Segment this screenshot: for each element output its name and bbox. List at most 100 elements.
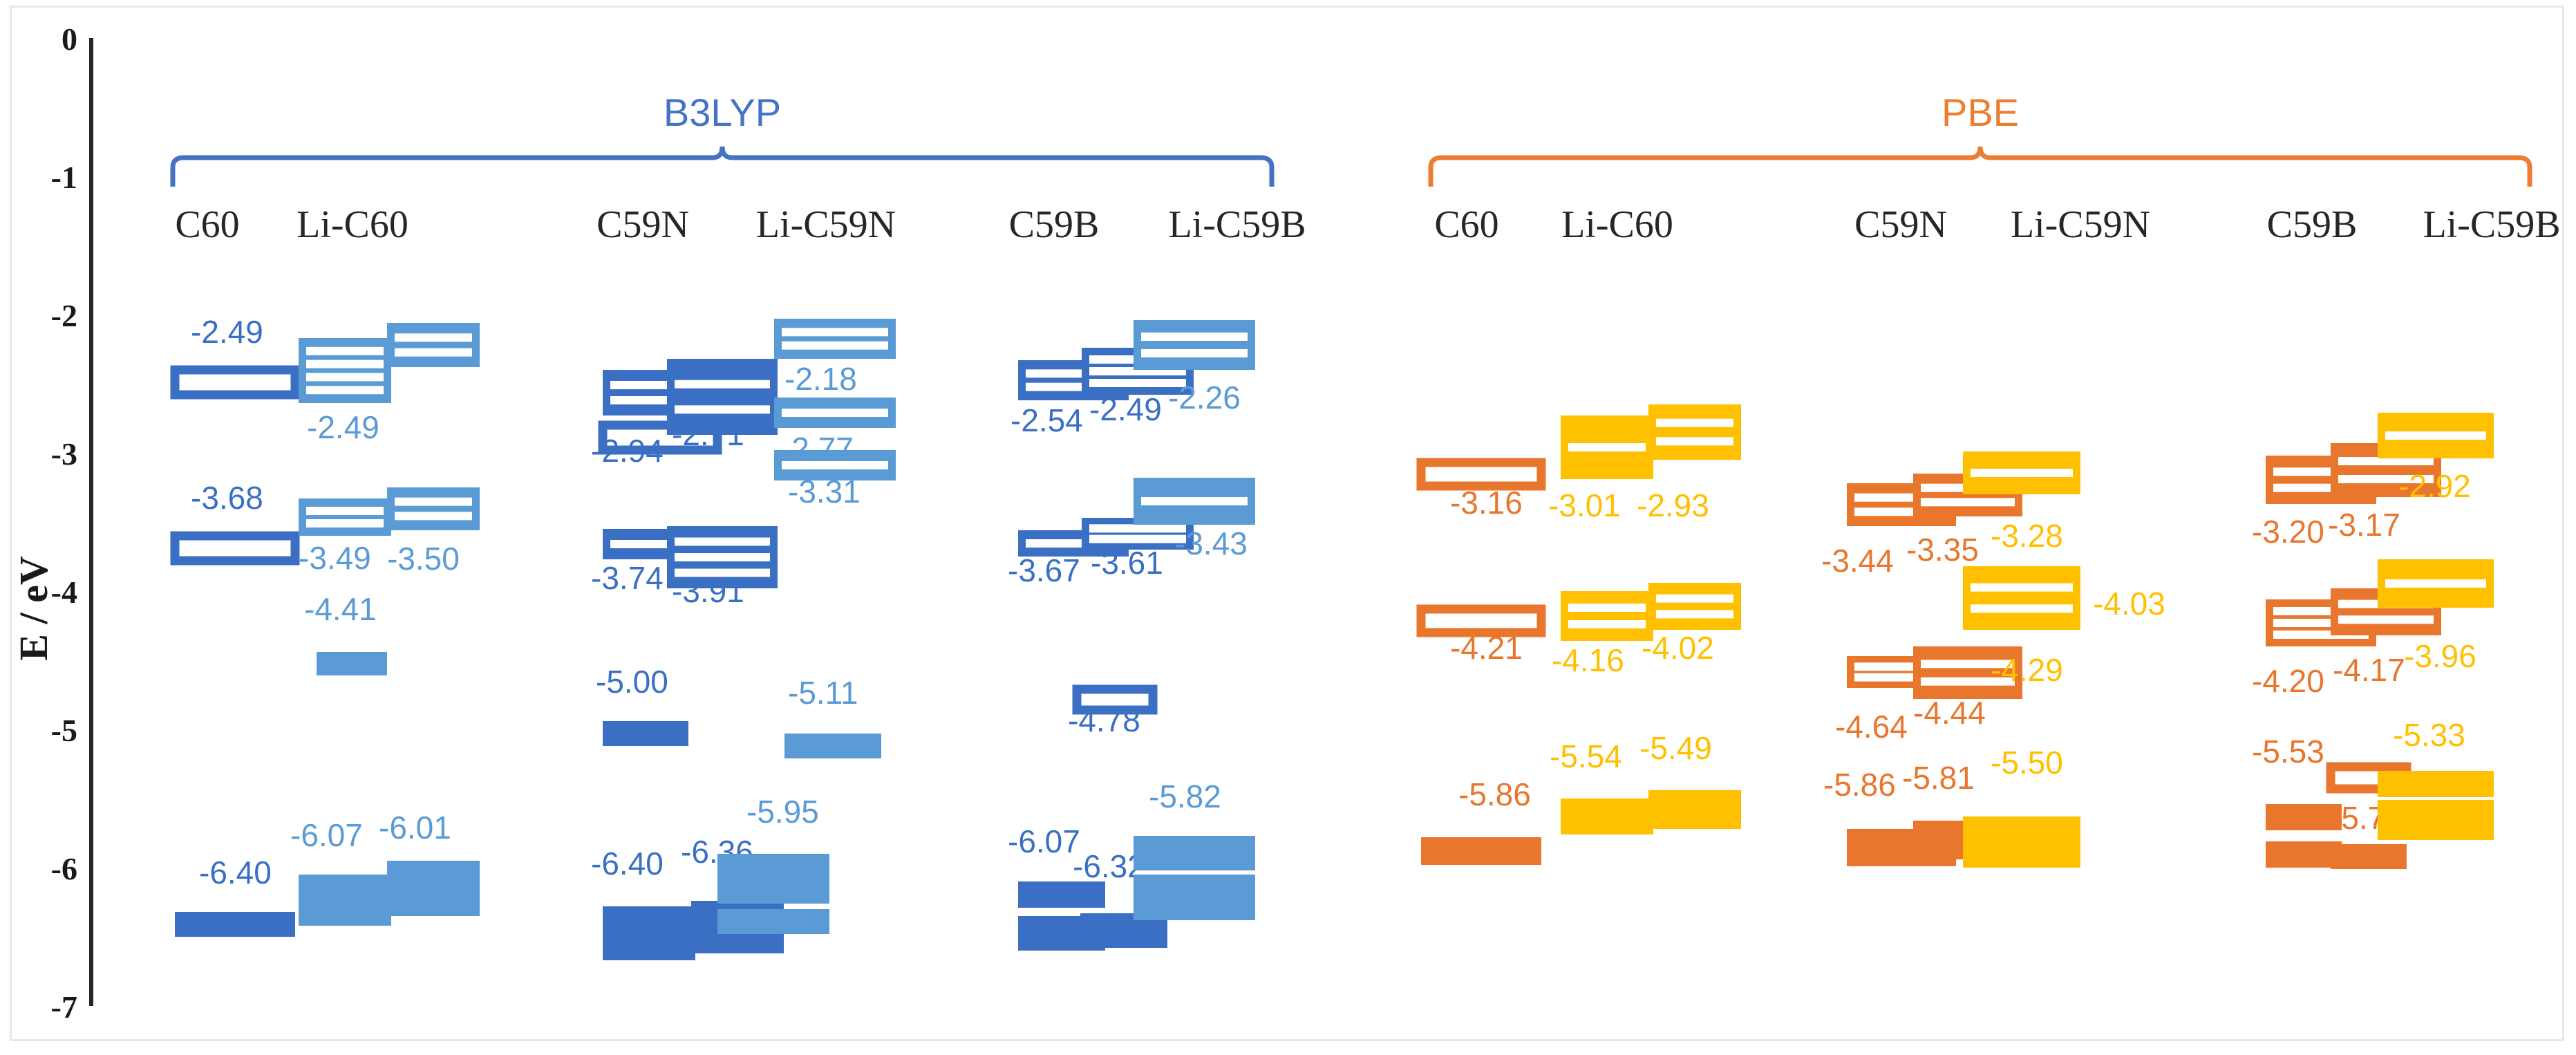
energy-level-box [1134,875,1255,920]
energy-level-box [299,875,391,926]
energy-value-label: -6.40 [199,855,272,890]
level-separator-line [395,497,472,506]
level-separator-line [675,553,770,561]
energy-value-label: -2.18 [784,361,857,397]
y-axis-tick-label: -5 [51,713,77,748]
energy-level-box [1648,404,1741,460]
level-group-Li-C60: -3.01-2.93-4.16-4.02-5.54-5.49 [1548,404,1741,834]
level-separator-line [782,409,888,417]
level-group-Li-C59B: -2.26-3.43-5.82 [1134,320,1255,920]
energy-value-label: -6.07 [1008,823,1080,859]
energy-value-label: -5.86 [1458,776,1531,812]
energy-level-box [175,912,295,937]
column-label-c59n: C59N [1854,203,1947,246]
energy-value-label: -2.71 [672,416,744,452]
level-group-Li-C59B: -2.92-3.96-5.33 [2378,413,2494,840]
energy-level-box [1963,566,2080,630]
energy-value-label: -3.68 [191,480,263,516]
energy-value-label: -4.02 [1642,630,1714,666]
energy-value-label: -3.61 [1091,545,1163,581]
energy-level-box [387,323,480,367]
energy-value-label: -4.21 [1450,630,1523,666]
column-label-li-c59n: Li-C59N [756,203,896,246]
level-separator-line [1568,620,1646,628]
energy-level-box [1913,646,2022,699]
level-group-C59N: -2.94-2.71-3.74-3.91-5.00-6.40-6.36 [591,359,784,960]
y-axis-tick-label: -6 [51,851,77,886]
energy-level-box [387,861,480,916]
energy-level-box [1421,837,1541,865]
level-separator-line [1656,594,1733,603]
level-separator-line [782,461,888,469]
level-separator-line [1141,497,1248,505]
energy-level-box [2266,804,2342,830]
level-separator-line [1656,418,1733,427]
energy-value-label: -2.54 [1010,402,1083,438]
energy-level-box [317,652,387,675]
column-label-c60: C60 [1434,203,1498,246]
level-separator-line [1921,498,2015,507]
level-separator-line [782,328,888,337]
level-separator-line [1141,333,1248,341]
energy-value-label: -2.49 [191,314,263,350]
level-separator-line [306,360,384,368]
level-separator-line [2338,615,2434,624]
column-label-li-c59b: Li-C59B [2423,203,2560,246]
energy-level-box-hollow [598,420,722,455]
energy-value-label: -3.28 [1991,518,2063,554]
column-label-li-c59n: Li-C59N [2011,203,2150,246]
method-label: PBE [1942,91,2019,134]
energy-value-label: -5.33 [2393,717,2465,753]
level-group-Li-C60: -2.49-3.49-3.50-4.41-6.07-6.01 [290,323,480,926]
level-group-C60: -3.16-4.21-5.86 [1416,458,1546,865]
level-separator-line [395,512,472,521]
column-label-li-c59b: Li-C59B [1168,203,1306,246]
energy-value-label: -4.16 [1552,642,1624,678]
level-separator-line [1141,349,1248,357]
energy-value-label: -3.91 [672,573,744,609]
energy-value-label: -2.26 [1168,380,1241,416]
energy-level-box-hollow [170,531,300,566]
method-brace [170,146,1275,187]
level-separator-line [1656,610,1733,619]
energy-value-label: -3.67 [1008,552,1080,588]
energy-value-label: -3.31 [788,474,861,510]
level-separator-line [1971,469,2073,477]
energy-value-label: -3.44 [1821,543,1894,579]
y-axis-tick-label: -2 [51,298,77,333]
level-separator-line [1568,443,1646,451]
energy-level-box [784,734,881,758]
energy-value-label: -6.01 [379,810,451,846]
level-separator-line [395,333,472,342]
energy-level-box [299,498,391,536]
energy-level-box [1561,591,1653,641]
y-axis-tick-label: -1 [51,160,77,195]
level-separator-line [1568,604,1646,612]
energy-level-box [667,359,778,435]
level-separator-line [675,568,770,577]
energy-level-box [1648,790,1741,829]
column-label-c59b: C59B [2267,203,2358,246]
energy-value-label: -3.01 [1548,487,1621,523]
level-separator-line [395,348,472,357]
energy-level-box [2378,800,2494,840]
level-separator-line [675,380,770,389]
energy-level-box [1561,799,1653,834]
energy-value-label: -5.11 [788,675,858,711]
energy-value-label: -4.29 [1991,652,2063,688]
column-label-c60: C60 [175,203,239,246]
energy-level-box [717,854,829,904]
energy-level-box [1963,816,2080,868]
energy-value-label: -5.86 [1823,767,1896,803]
y-axis-title: E / eV [11,556,56,661]
energy-level-box-hollow [1072,684,1158,715]
energy-value-label: -3.20 [2252,514,2324,550]
level-separator-line [306,346,384,355]
level-separator-line [306,519,384,528]
energy-value-label: -5.95 [746,794,819,830]
energy-level-box-hollow [1416,458,1546,491]
level-separator-line [306,373,384,382]
energy-value-label: -3.49 [299,540,371,576]
energy-value-label: -4.64 [1835,709,1908,745]
level-separator-line [675,537,770,546]
